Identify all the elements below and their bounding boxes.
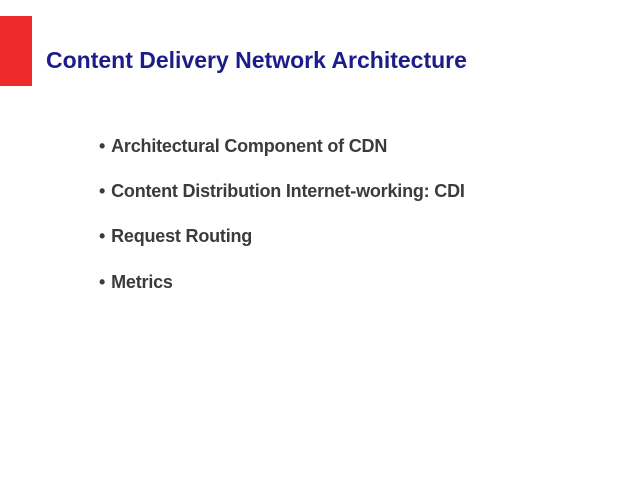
bullet-item: • Architectural Component of CDN	[99, 136, 387, 156]
bullet-dot-icon: •	[99, 181, 106, 201]
bullet-item: • Request Routing	[99, 226, 252, 246]
bullet-item: • Metrics	[99, 272, 173, 292]
bullet-dot-icon: •	[99, 272, 106, 292]
bullet-text: Metrics	[111, 272, 173, 292]
bullet-dot-icon: •	[99, 226, 106, 246]
bullet-item: • Content Distribution Internet-working:…	[99, 181, 465, 201]
bullet-text: Request Routing	[111, 226, 253, 246]
accent-bar	[0, 16, 32, 86]
bullet-list: • Architectural Component of CDN • Conte…	[99, 0, 638, 478]
bullet-text: Architectural Component of CDN	[111, 136, 388, 156]
slide-title: Content Delivery Network Architecture	[46, 47, 467, 73]
bullet-text: Content Distribution Internet-working: C…	[111, 181, 465, 201]
bullet-dot-icon: •	[99, 136, 106, 156]
